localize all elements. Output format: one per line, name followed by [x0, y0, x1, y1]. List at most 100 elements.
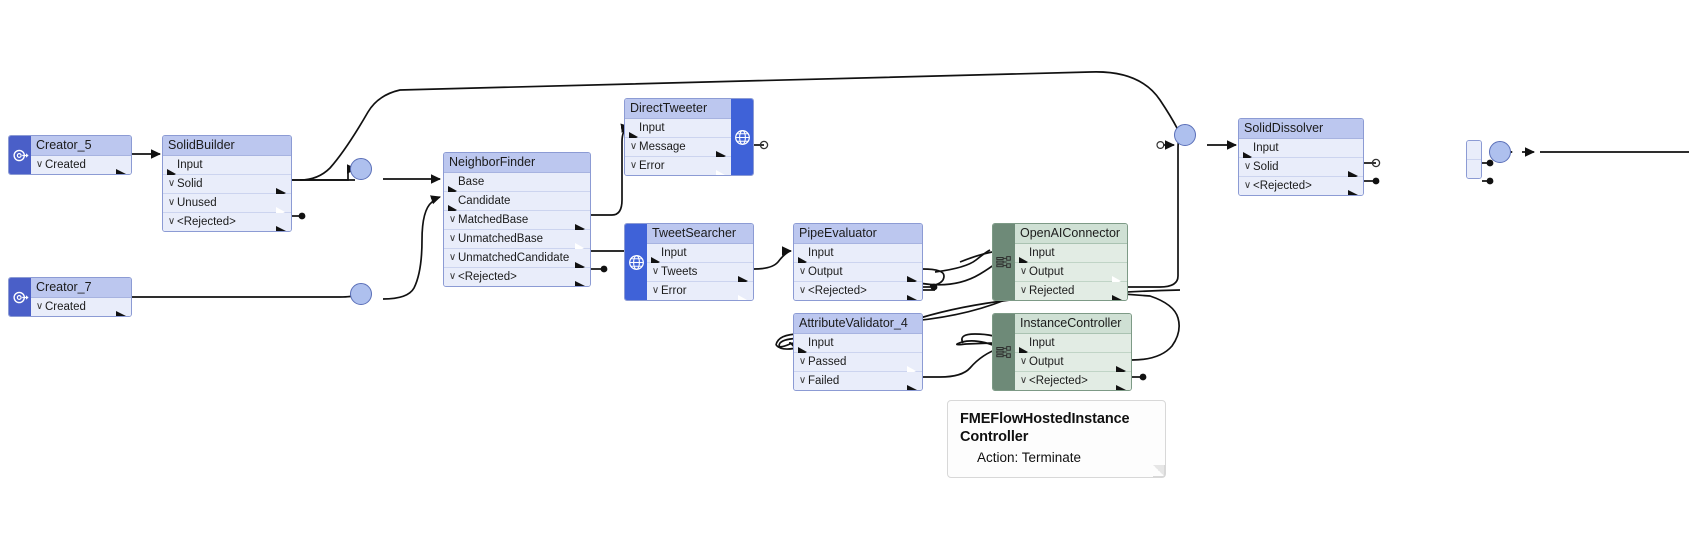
node-title: InstanceController: [1015, 314, 1131, 334]
node-band-custom-transformer-icon: [993, 224, 1015, 300]
port-label: MatchedBase: [458, 214, 529, 226]
port-message[interactable]: ∨Message: [625, 138, 731, 161]
port-rejected[interactable]: ∨Rejected: [1015, 282, 1127, 300]
port-label: Candidate: [458, 195, 511, 207]
connection-junction-j3[interactable]: [1174, 124, 1196, 146]
port-error[interactable]: ∨Error: [647, 282, 753, 300]
port-label: Input: [1253, 142, 1279, 154]
port-label: Failed: [808, 375, 840, 387]
port-input[interactable]: Input: [625, 119, 731, 142]
node-title: TweetSearcher: [647, 224, 753, 244]
port-label: Error: [639, 160, 665, 172]
port-rejected[interactable]: ∨<Rejected>: [794, 282, 922, 300]
port-rejected[interactable]: ∨<Rejected>: [444, 268, 590, 286]
connection-junction-j2[interactable]: [350, 283, 372, 305]
port-label: Input: [1029, 337, 1055, 349]
port-input[interactable]: Input: [163, 156, 291, 179]
node-title: NeighborFinder: [444, 153, 590, 173]
port-label: Base: [458, 176, 485, 188]
chevron-down-icon: ∨: [1243, 180, 1252, 191]
port-label: Output: [1029, 356, 1064, 368]
node-band-creator-icon: [9, 136, 31, 174]
chevron-down-icon: ∨: [448, 214, 457, 225]
port-matchedbase[interactable]: ∨MatchedBase: [444, 211, 590, 234]
port-label: UnmatchedCandidate: [458, 252, 570, 264]
node-title: DirectTweeter: [625, 99, 731, 119]
port-input[interactable]: Input: [794, 244, 922, 267]
chevron-down-icon: ∨: [1019, 285, 1028, 296]
chevron-down-icon: ∨: [35, 301, 44, 312]
port-label: <Rejected>: [808, 285, 867, 297]
port-unmatchedcandidate[interactable]: ∨UnmatchedCandidate: [444, 249, 590, 272]
port-input[interactable]: Input: [1015, 334, 1131, 357]
port-label: Message: [639, 141, 686, 153]
port-passed[interactable]: ∨Passed: [794, 353, 922, 377]
port-output[interactable]: ∨Output: [1015, 353, 1131, 376]
port-label: Input: [1029, 247, 1055, 259]
port-input[interactable]: Input: [794, 334, 922, 357]
port-label: <Rejected>: [1253, 180, 1312, 192]
node-band-custom-transformer-icon: [993, 314, 1015, 390]
port-label: Error: [661, 285, 687, 297]
node-title: OpenAIConnector: [1015, 224, 1127, 244]
port-rejected[interactable]: ∨<Rejected>: [163, 213, 291, 231]
port-label: Output: [808, 266, 843, 278]
globe-icon: [628, 254, 644, 270]
connection-junction-j1[interactable]: [350, 158, 372, 180]
port-error[interactable]: ∨Error: [625, 157, 731, 175]
chevron-down-icon: ∨: [448, 252, 457, 263]
port-created[interactable]: ∨Created: [31, 156, 131, 174]
port-tweets[interactable]: ∨Tweets: [647, 263, 753, 286]
connection-junction-j4[interactable]: [1489, 141, 1511, 163]
port-candidate[interactable]: Candidate: [444, 192, 590, 215]
port-label: Tweets: [661, 266, 698, 278]
transformer-node-offscreen_right[interactable]: [1466, 140, 1482, 179]
port-input[interactable]: Input: [1015, 244, 1127, 267]
port-solid[interactable]: ∨Solid: [1239, 158, 1363, 181]
annotation-title-line2: Controller: [960, 429, 1029, 445]
port-input[interactable]: Input: [647, 244, 753, 267]
chevron-down-icon: ∨: [1019, 356, 1028, 367]
port-rejected[interactable]: ∨<Rejected>: [1239, 177, 1363, 195]
annotation-title-line1: FMEFlowHostedInstance: [960, 411, 1130, 427]
port-input[interactable]: Input: [1239, 139, 1363, 162]
port-created[interactable]: ∨Created: [31, 298, 131, 316]
chevron-down-icon: ∨: [651, 266, 660, 277]
port-base[interactable]: Base: [444, 173, 590, 196]
note-fold-corner-icon: [1153, 465, 1165, 477]
port-stub[interactable]: [1467, 141, 1481, 160]
creator-icon: [12, 149, 28, 161]
port-output[interactable]: ∨Output: [1015, 263, 1127, 287]
chevron-down-icon: ∨: [798, 375, 807, 386]
transformer-node-creator_7[interactable]: Creator_7∨Created: [8, 277, 132, 317]
annotation-body: Action: Terminate: [977, 450, 1082, 465]
port-unused[interactable]: ∨Unused: [163, 194, 291, 218]
port-stub[interactable]: [1467, 160, 1481, 178]
transformer-node-creator_5[interactable]: Creator_5∨Created: [8, 135, 132, 175]
chevron-down-icon: ∨: [798, 285, 807, 296]
node-title: Creator_7: [31, 278, 131, 298]
port-label: Solid: [177, 178, 203, 190]
port-failed[interactable]: ∨Failed: [794, 372, 922, 390]
custom-transformer-icon: [996, 346, 1011, 358]
node-band-creator-icon: [9, 278, 31, 316]
port-rejected[interactable]: ∨<Rejected>: [1015, 372, 1131, 390]
port-output[interactable]: ∨Output: [794, 263, 922, 286]
chevron-down-icon: ∨: [651, 285, 660, 296]
port-solid[interactable]: ∨Solid: [163, 175, 291, 198]
port-label: Input: [639, 122, 665, 134]
port-label: Output: [1029, 266, 1064, 278]
port-unmatchedbase[interactable]: ∨UnmatchedBase: [444, 230, 590, 254]
node-band-globe-icon: [625, 224, 647, 300]
